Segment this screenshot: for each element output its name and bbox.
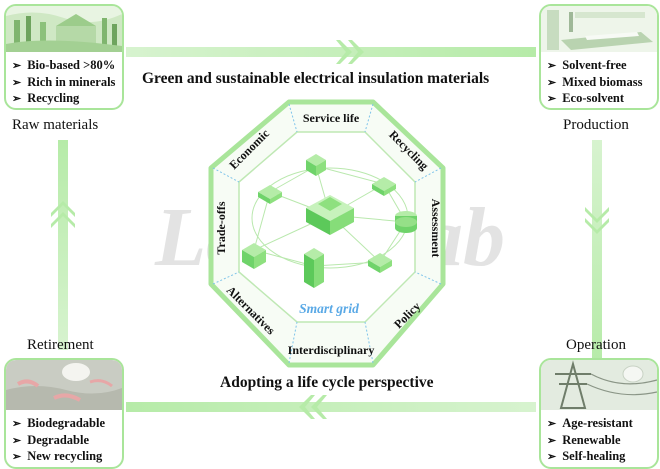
arrow-bottom-shaft (126, 402, 536, 412)
raw-materials-label: Raw materials (12, 117, 99, 133)
arrow-right-shaft (592, 140, 602, 365)
bullet-item: Renewable (547, 433, 633, 450)
arrow-right-head-2 (585, 218, 609, 234)
smart-grid-nodes (242, 154, 417, 288)
production-photo (541, 6, 657, 52)
arrow-right-head-1 (585, 207, 609, 223)
headline-top: Green and sustainable electrical insulat… (142, 70, 490, 87)
raw-materials-card: Bio-based >80% Rich in minerals Recyclin… (4, 4, 124, 110)
operation-bullets: Age-resistant Renewable Self-healing (547, 416, 633, 466)
bullet-item: Age-resistant (547, 416, 633, 433)
raw-materials-photo (6, 6, 122, 52)
smart-grid-label: Smart grid (299, 301, 359, 316)
bullet-item: Bio-based >80% (12, 58, 115, 75)
arrow-bottom-head-1 (311, 395, 327, 419)
arrow-top-head-2 (348, 40, 364, 64)
operation-photo (541, 360, 657, 410)
retirement-photo (6, 360, 122, 410)
segment-service-life: Service life (303, 111, 360, 125)
segment-assessment: Assessment (429, 199, 443, 258)
arrow-top-shaft (126, 47, 536, 57)
production-card: Solvent-free Mixed biomass Eco-solvent (539, 4, 659, 110)
operation-card: Age-resistant Renewable Self-healing (539, 358, 659, 469)
retirement-label: Retirement (27, 337, 94, 353)
production-bullets: Solvent-free Mixed biomass Eco-solvent (547, 58, 642, 108)
bullet-item: Solvent-free (547, 58, 642, 75)
arrow-left-shaft (58, 140, 68, 350)
arrow-bottom-head-2 (299, 395, 315, 419)
operation-label: Operation (566, 337, 626, 353)
retirement-bullets: Biodegradable Degradable New recycling (12, 416, 105, 466)
raw-materials-bullets: Bio-based >80% Rich in minerals Recyclin… (12, 58, 115, 108)
arrow-left-head-2 (51, 201, 75, 217)
headline-bottom: Adopting a life cycle perspective (220, 374, 434, 391)
production-label: Production (563, 117, 629, 133)
segment-interdisciplinary: Interdisciplinary (288, 343, 375, 357)
bullet-item: Rich in minerals (12, 75, 115, 92)
arrow-left-head-1 (51, 212, 75, 228)
bullet-item: New recycling (12, 449, 105, 466)
retirement-card: Biodegradable Degradable New recycling (4, 358, 124, 469)
bullet-item: Eco-solvent (547, 91, 642, 108)
bullet-item: Recycling (12, 91, 115, 108)
bullet-item: Self-healing (547, 449, 633, 466)
bullet-item: Biodegradable (12, 416, 105, 433)
arrow-top-head-1 (336, 40, 352, 64)
bullet-item: Degradable (12, 433, 105, 450)
bullet-item: Mixed biomass (547, 75, 642, 92)
segment-trade-offs: Trade-offs (214, 201, 228, 254)
